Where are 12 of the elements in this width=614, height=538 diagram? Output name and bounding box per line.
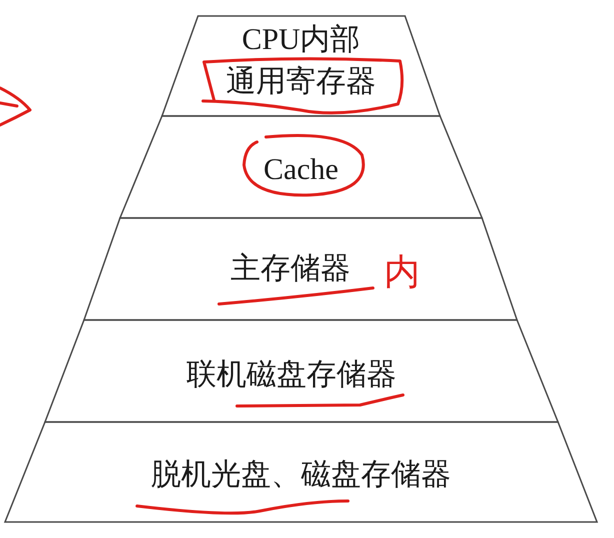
pyramid-level [84, 218, 517, 320]
level-label: Cache [264, 154, 338, 186]
level-label: 脱机光盘、磁盘存储器 [151, 459, 451, 491]
pyramid-level [45, 320, 558, 422]
handwritten-note: 内 [384, 253, 420, 293]
pyramid-level [5, 422, 597, 522]
level-label: CPU内部 [242, 24, 360, 56]
level-label: 联机磁盘存储器 [186, 359, 396, 391]
level-label: 主存储器 [230, 253, 350, 285]
level-label: 通用寄存器 [226, 66, 376, 98]
pyramid-level [162, 16, 440, 116]
pyramid-level [120, 116, 482, 218]
